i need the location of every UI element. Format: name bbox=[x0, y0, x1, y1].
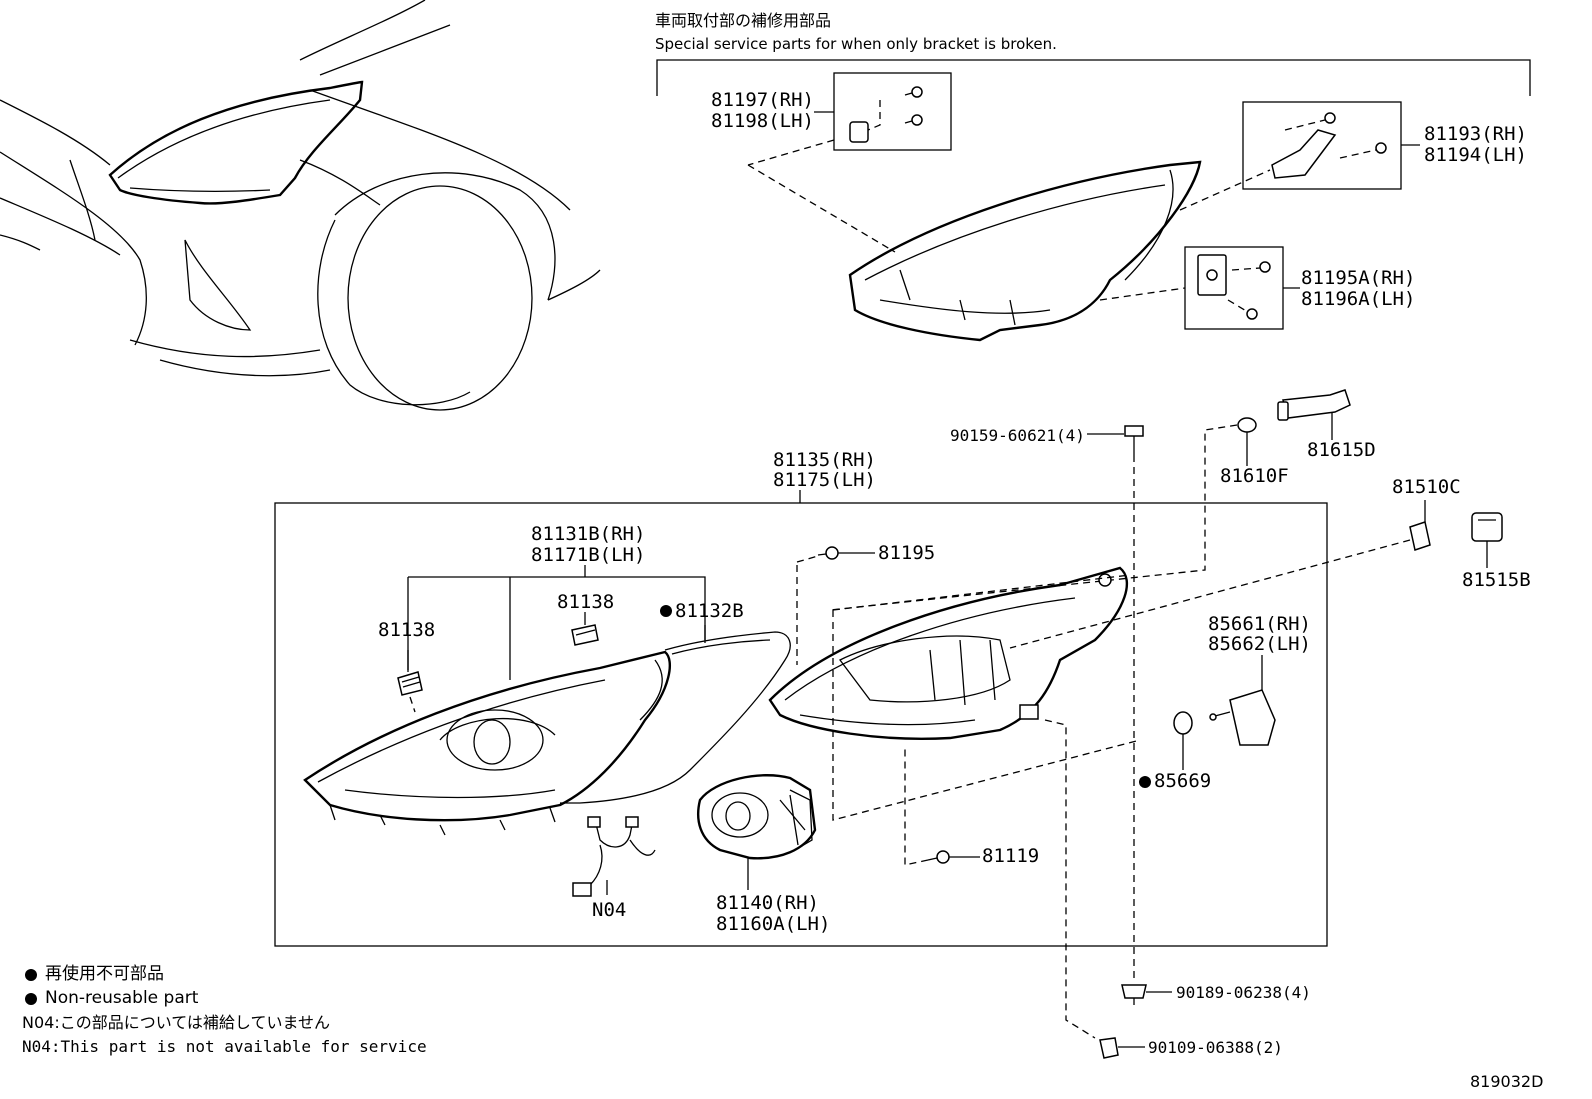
nonreusable-dot-81132B bbox=[660, 605, 672, 617]
legend-n04-en: N04:This part is not available for servi… bbox=[22, 1037, 427, 1056]
part-90109[interactable]: 90109-06388(2) bbox=[1148, 1038, 1283, 1057]
lamp-housing-illustration bbox=[768, 566, 1129, 740]
part-81194[interactable]: 81194(LH) bbox=[1424, 144, 1527, 166]
upper-headlamp-housing-illustration bbox=[848, 160, 1202, 342]
part-81135[interactable]: 81135(RH) bbox=[773, 449, 876, 471]
part-81195A[interactable]: 81195A(RH) bbox=[1301, 267, 1416, 289]
header-title-en: Special service parts for when only brac… bbox=[655, 35, 1057, 53]
part-81195[interactable]: 81195 bbox=[878, 542, 936, 564]
part-81160A[interactable]: 81160A(LH) bbox=[716, 913, 831, 935]
part-90189[interactable]: 90189-06238(4) bbox=[1176, 983, 1311, 1002]
bulb-81610F-illustration bbox=[1237, 417, 1257, 433]
bracket-81195A-illustration bbox=[1197, 254, 1271, 320]
part-81140[interactable]: 81140(RH) bbox=[716, 892, 819, 914]
screw-81119-illustration bbox=[927, 850, 950, 864]
part-81615D[interactable]: 81615D bbox=[1307, 439, 1376, 461]
part-81198[interactable]: 81198(LH) bbox=[711, 110, 814, 132]
legend-n04-jp: N04:この部品については補給していません bbox=[22, 1013, 330, 1032]
leveling-actuator-85661-illustration bbox=[1209, 689, 1276, 746]
part-90159[interactable]: 90159-60621(4) bbox=[950, 426, 1085, 445]
part-81510C[interactable]: 81510C bbox=[1392, 476, 1461, 498]
bolt-90159-illustration bbox=[1124, 425, 1144, 455]
bracket-81193-illustration bbox=[1271, 112, 1387, 179]
seal-81138-left-illustration bbox=[397, 671, 423, 696]
assembly-box-81135 bbox=[274, 502, 1328, 947]
header-bracket bbox=[656, 59, 1531, 96]
gasket-81132B-illustration bbox=[560, 631, 791, 804]
part-85662[interactable]: 85662(LH) bbox=[1208, 633, 1311, 655]
oring-85669-illustration bbox=[1173, 711, 1193, 735]
part-81138-right[interactable]: 81138 bbox=[557, 591, 615, 613]
part-N04[interactable]: N04 bbox=[592, 899, 627, 921]
part-81193[interactable]: 81193(RH) bbox=[1424, 123, 1527, 145]
part-81138-left[interactable]: 81138 bbox=[378, 619, 436, 641]
part-81196A[interactable]: 81196A(LH) bbox=[1301, 288, 1416, 310]
socket-81615D-illustration bbox=[1277, 389, 1351, 421]
bolt-90109-illustration bbox=[1099, 1037, 1119, 1059]
part-81515B[interactable]: 81515B bbox=[1462, 569, 1531, 591]
bracket-81197-illustration bbox=[849, 86, 923, 143]
wire-harness-N04-illustration bbox=[572, 816, 656, 897]
bolt-90189-illustration bbox=[1121, 984, 1147, 1005]
part-81197[interactable]: 81197(RH) bbox=[711, 89, 814, 111]
part-81132B[interactable]: 81132B bbox=[675, 600, 744, 622]
nonreusable-dot-85669 bbox=[1139, 776, 1151, 788]
projector-module-81140-illustration bbox=[697, 774, 817, 860]
socket-81515B-illustration bbox=[1471, 512, 1503, 542]
seal-81138-right-illustration bbox=[571, 624, 599, 646]
legend-dot-en bbox=[25, 993, 37, 1005]
bulb-81510C-illustration bbox=[1409, 521, 1431, 551]
screw-81195-illustration bbox=[817, 546, 839, 560]
part-81171B[interactable]: 81171B(LH) bbox=[531, 544, 646, 566]
part-81175[interactable]: 81175(LH) bbox=[773, 469, 876, 491]
diagram-code: 819032D bbox=[1470, 1072, 1544, 1091]
legend-nonreusable-jp: 再使用不可部品 bbox=[45, 964, 164, 984]
part-81610F[interactable]: 81610F bbox=[1220, 465, 1289, 487]
part-85669[interactable]: 85669 bbox=[1154, 770, 1212, 792]
lamp-lens-81131B-illustration bbox=[303, 650, 672, 836]
legend-dot-jp bbox=[25, 969, 37, 981]
vehicle-front-illustration bbox=[0, 0, 601, 411]
part-81131B[interactable]: 81131B(RH) bbox=[531, 523, 646, 545]
part-81119[interactable]: 81119 bbox=[982, 845, 1040, 867]
legend-nonreusable-en: Non-reusable part bbox=[45, 988, 199, 1008]
part-85661[interactable]: 85661(RH) bbox=[1208, 613, 1311, 635]
header-title-jp: 車両取付部の補修用部品 bbox=[655, 11, 832, 30]
